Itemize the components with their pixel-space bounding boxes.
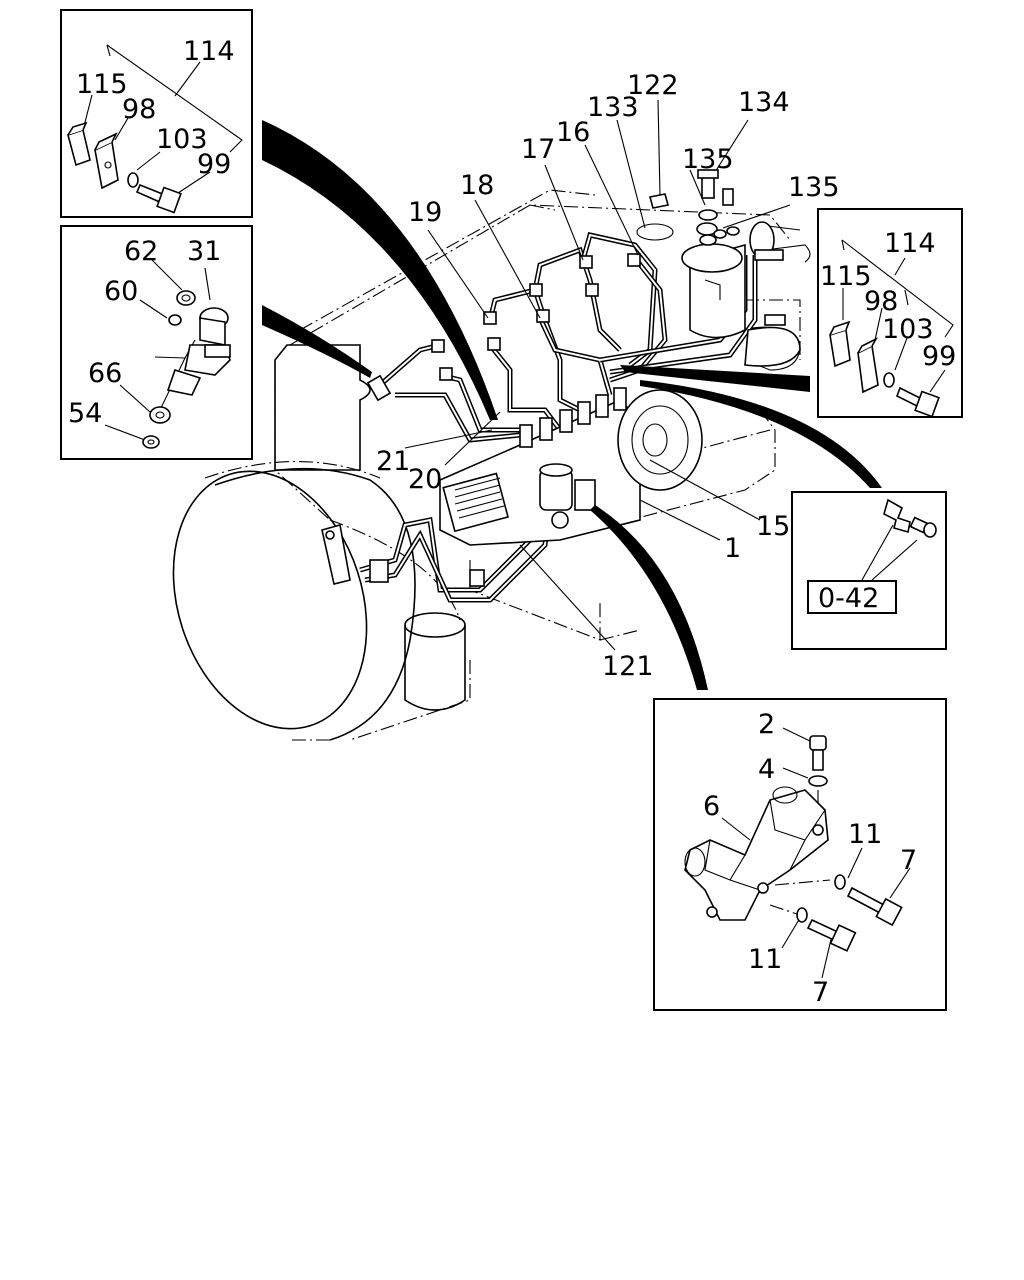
callout-98: 98 <box>122 94 156 125</box>
callout-99: 99 <box>197 149 231 180</box>
callout-11-lower: 11 <box>748 944 782 975</box>
callout-31: 31 <box>187 236 221 267</box>
callout-7-lower: 7 <box>812 977 829 1008</box>
callout-121: 121 <box>602 651 654 682</box>
callout-66: 66 <box>88 358 122 389</box>
injection-pump <box>439 221 811 546</box>
callout-17: 17 <box>521 134 555 165</box>
callout-11-upper: 11 <box>848 819 882 850</box>
reference-label: 0-42 <box>818 583 879 614</box>
callout-20: 20 <box>408 464 442 495</box>
callout-6: 6 <box>703 791 720 822</box>
callout-7-upper: 7 <box>900 845 917 876</box>
callout-18: 18 <box>460 170 494 201</box>
leader-lines <box>404 99 791 651</box>
callout-135-upper: 135 <box>682 144 734 175</box>
inset-bracket: 2 4 6 11 7 11 7 <box>653 698 947 1011</box>
callout-15: 15 <box>756 511 790 542</box>
callout-103-right: 103 <box>882 314 934 345</box>
callout-2: 2 <box>758 709 775 740</box>
view-bands <box>262 120 882 690</box>
callout-16: 16 <box>556 117 590 148</box>
callout-98-right: 98 <box>864 286 898 317</box>
inset-reference: 0-42 <box>791 491 947 650</box>
crank-pulley <box>172 460 466 741</box>
callout-99-right: 99 <box>922 341 956 372</box>
callout-122: 122 <box>627 70 679 101</box>
main-callouts: 122 133 134 16 17 135 135 18 19 21 20 15… <box>376 70 840 682</box>
callout-4: 4 <box>758 754 775 785</box>
callout-19: 19 <box>408 197 442 228</box>
callout-103: 103 <box>156 124 208 155</box>
callout-115: 115 <box>76 69 128 100</box>
callout-21: 21 <box>376 446 410 477</box>
callout-114: 114 <box>183 36 235 67</box>
top-fittings <box>636 169 740 246</box>
callout-114-right: 114 <box>884 228 936 259</box>
callout-54: 54 <box>68 398 102 429</box>
callout-60: 60 <box>104 276 138 307</box>
callout-62: 62 <box>124 236 158 267</box>
inset-clamp-set-left: 114 115 98 103 99 <box>60 9 253 218</box>
callout-134: 134 <box>738 87 790 118</box>
callout-1: 1 <box>724 533 741 564</box>
callout-115-right: 115 <box>820 261 872 292</box>
callout-133: 133 <box>587 92 639 123</box>
inset-clamp-set-right: 114 115 98 103 99 <box>817 208 963 418</box>
inset-injector: 62 31 60 66 54 <box>60 225 253 460</box>
callout-135-lower: 135 <box>788 172 840 203</box>
